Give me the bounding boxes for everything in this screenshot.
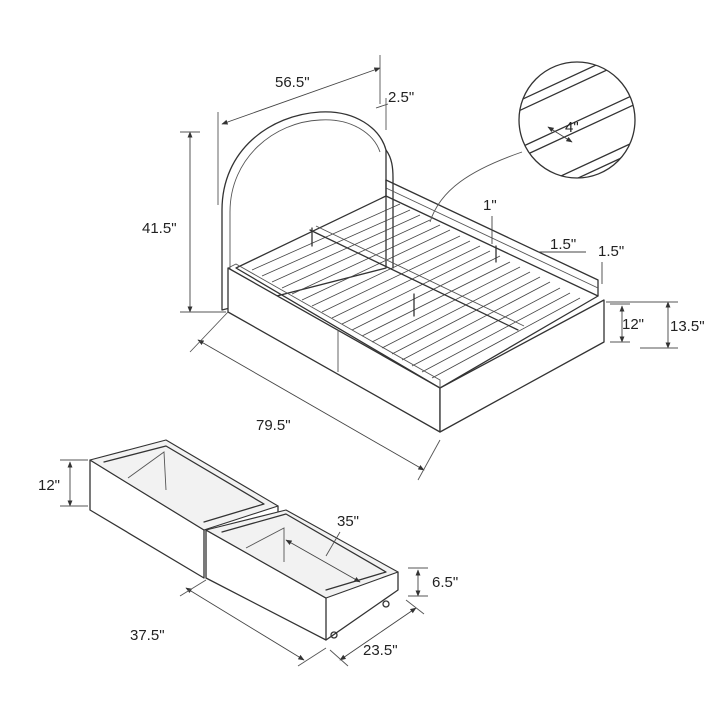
bed-width-label: 56.5" bbox=[275, 74, 310, 91]
slat-spacing-label: 4" bbox=[565, 119, 579, 136]
total-rail-height-label: 13.5" bbox=[670, 318, 705, 335]
drawer-inner-height-label: 6.5" bbox=[432, 574, 458, 591]
headboard-edge bbox=[385, 149, 394, 269]
headboard-height-label: 41.5" bbox=[142, 220, 177, 237]
drawer-height-label: 12" bbox=[38, 477, 60, 494]
drawer-depth-label: 23.5" bbox=[363, 642, 398, 659]
center-rail bbox=[309, 229, 519, 331]
drawer-length-label: 37.5" bbox=[130, 627, 165, 644]
slats bbox=[251, 203, 581, 379]
rail-height-label: 12" bbox=[622, 316, 644, 333]
rail-thickness-label: 1.5" bbox=[598, 243, 624, 260]
bed-length-label: 79.5" bbox=[256, 417, 291, 434]
headboard-thickness-label: 2.5" bbox=[388, 89, 414, 106]
side-rail bbox=[227, 267, 441, 433]
rail-gap-label: 1" bbox=[483, 197, 497, 214]
drawer-inner-length-label: 35" bbox=[337, 513, 359, 530]
slat-width-label: 1.5" bbox=[550, 236, 576, 253]
foot-rail bbox=[439, 299, 605, 433]
storage-drawers: 12" 35" 6.5" 37.5" 23.5" bbox=[38, 439, 458, 667]
bed-dimensions: 56.5" 2.5" 41.5" 1" 1.5" 1.5" 12" 13.5" … bbox=[142, 55, 705, 481]
slat-detail-callout: 4" bbox=[429, 61, 636, 223]
